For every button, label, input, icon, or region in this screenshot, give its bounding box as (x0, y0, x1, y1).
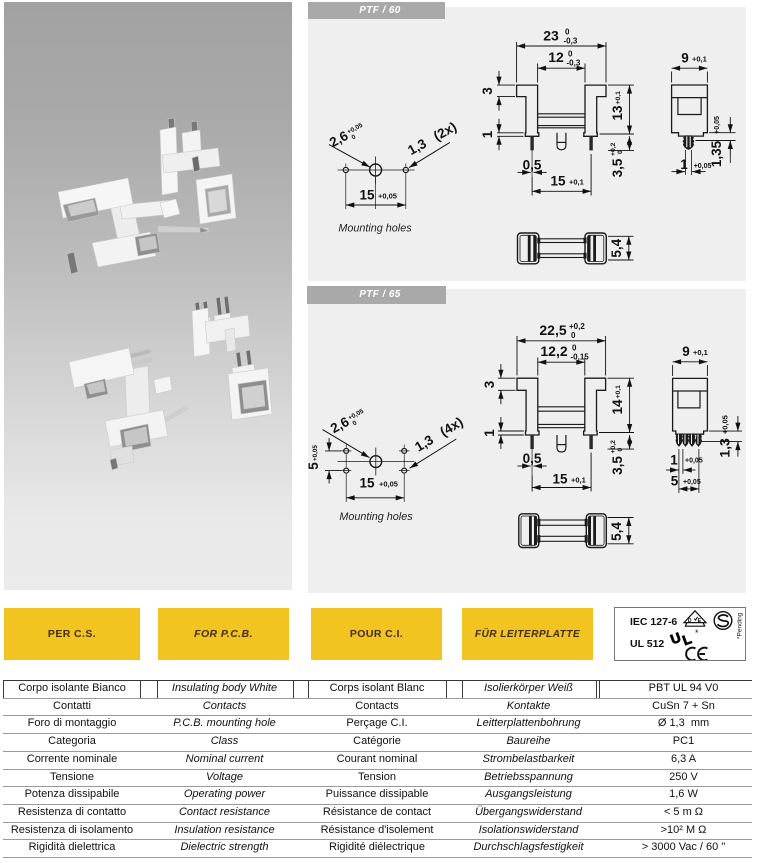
svg-text:5,4: 5,4 (609, 238, 624, 257)
svg-text:+0,1: +0,1 (569, 178, 584, 187)
svg-text:E: E (698, 618, 702, 624)
svg-text:0: 0 (571, 331, 576, 340)
svg-text:15: 15 (552, 472, 568, 487)
svg-text:12: 12 (548, 49, 564, 65)
svg-text:0: 0 (351, 133, 358, 141)
svg-text:0: 0 (572, 344, 577, 353)
svg-text:+0,05: +0,05 (312, 445, 319, 461)
svg-text:IEC 127-6: IEC 127-6 (630, 616, 677, 628)
svg-text:+0,05: +0,05 (378, 192, 397, 201)
svg-text:U: U (668, 630, 682, 647)
svg-text:3: 3 (482, 380, 497, 388)
svg-text:9: 9 (681, 51, 689, 66)
svg-text:+0,05: +0,05 (379, 480, 398, 489)
svg-text:1,3: 1,3 (717, 438, 733, 458)
svg-text:+0,05: +0,05 (683, 479, 701, 486)
svg-text:5: 5 (671, 474, 679, 489)
svg-text:1: 1 (670, 452, 678, 467)
svg-text:0: 0 (352, 419, 359, 427)
svg-text:3,5: 3,5 (610, 456, 625, 475)
svg-text:+0,1: +0,1 (693, 348, 708, 357)
svg-text:L: L (681, 631, 694, 648)
svg-text:3,5: 3,5 (610, 158, 625, 177)
svg-text:15: 15 (359, 476, 375, 491)
svg-text:0: 0 (617, 150, 624, 154)
svg-text:1,3: 1,3 (412, 432, 436, 455)
svg-text:+0,05: +0,05 (714, 116, 721, 134)
svg-text:+0,1: +0,1 (615, 91, 622, 105)
svg-text:1: 1 (680, 157, 688, 172)
svg-text:Mounting holes: Mounting holes (339, 511, 413, 523)
svg-text:3: 3 (480, 87, 495, 95)
svg-text:+0,1: +0,1 (692, 55, 707, 64)
svg-text:14: 14 (610, 399, 625, 415)
svg-text:+0,05: +0,05 (694, 163, 712, 170)
svg-text:D: D (688, 618, 692, 624)
svg-text:0: 0 (568, 50, 573, 59)
svg-text:0: 0 (617, 448, 624, 452)
svg-text:13: 13 (610, 105, 625, 121)
svg-text:15: 15 (550, 174, 566, 189)
svg-text:5,4: 5,4 (609, 522, 624, 541)
svg-text:-0,15: -0,15 (571, 353, 590, 362)
svg-text:0,5: 0,5 (523, 158, 542, 173)
svg-text:+0,2: +0,2 (610, 142, 617, 156)
svg-text:+0,05: +0,05 (720, 415, 729, 434)
svg-text:+0,2: +0,2 (569, 322, 585, 331)
svg-text:(4x): (4x) (437, 414, 465, 439)
svg-text:+0,05: +0,05 (685, 458, 703, 465)
svg-text:1: 1 (482, 429, 497, 437)
svg-text:+0,05: +0,05 (346, 122, 364, 136)
svg-text:Mounting holes: Mounting holes (338, 223, 412, 235)
svg-text:9: 9 (682, 344, 690, 359)
svg-text:12,2: 12,2 (540, 343, 567, 359)
svg-text:+0,1: +0,1 (615, 385, 622, 399)
svg-text:*: * (695, 628, 699, 638)
svg-text:15: 15 (359, 188, 375, 203)
svg-text:+0,05: +0,05 (347, 408, 365, 422)
svg-text:UL 512: UL 512 (630, 638, 664, 650)
svg-text:23: 23 (543, 28, 559, 44)
svg-text:+0,2: +0,2 (610, 440, 617, 454)
svg-text:(2x): (2x) (431, 119, 459, 144)
svg-text:+0,1: +0,1 (571, 476, 586, 485)
svg-text:0,5: 0,5 (523, 451, 542, 466)
svg-text:*Pending: *Pending (737, 612, 744, 639)
svg-text:-0,3: -0,3 (564, 37, 578, 46)
svg-text:1,35: 1,35 (709, 140, 724, 167)
svg-text:0: 0 (565, 28, 570, 37)
svg-text:1,3: 1,3 (405, 136, 429, 158)
svg-text:22,5: 22,5 (539, 322, 566, 338)
svg-text:-0,3: -0,3 (567, 59, 581, 68)
svg-text:5: 5 (308, 462, 321, 470)
svg-text:1: 1 (480, 130, 495, 138)
